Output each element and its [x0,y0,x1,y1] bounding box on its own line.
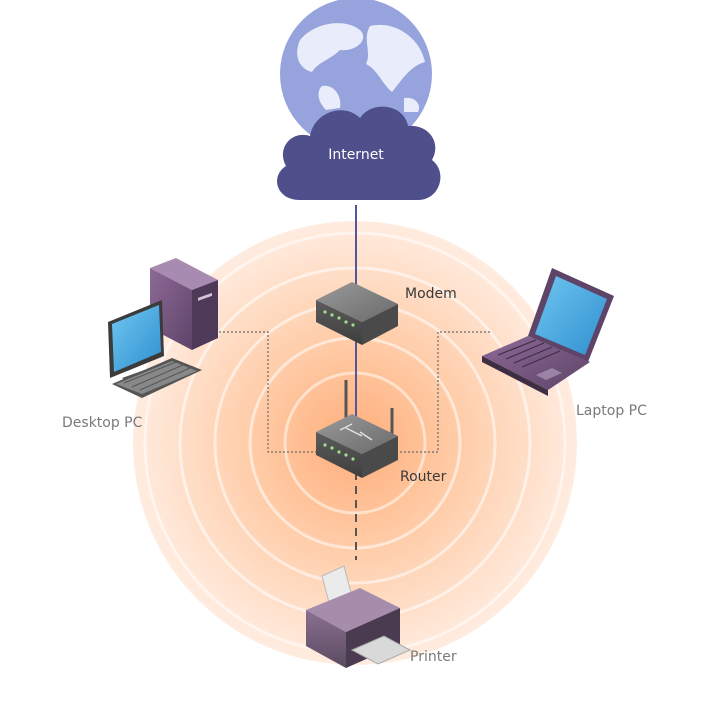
desktop-label: Desktop PC [62,415,143,431]
modem-label: Modem [405,286,457,302]
wireless-router-icon [316,380,398,478]
modem-icon [316,282,398,345]
link-desktop-router [215,331,318,453]
modem-node: Modem [316,282,457,345]
network-links [215,205,490,560]
printer-node: Printer [306,565,457,668]
link-laptop-router [394,331,490,453]
desktop-pc-icon [108,258,218,398]
desktop-node: Desktop PC [62,258,218,431]
laptop-label: Laptop PC [576,403,647,419]
laptop-node: Laptop PC [482,268,647,419]
laptop-icon [482,268,614,396]
globe-cloud-icon [277,0,441,200]
internet-label: Internet [328,147,384,163]
router-node: Router [316,380,447,485]
printer-icon [306,565,412,668]
router-label: Router [400,469,447,485]
internet-node: Internet [277,0,441,200]
printer-label: Printer [410,649,457,665]
